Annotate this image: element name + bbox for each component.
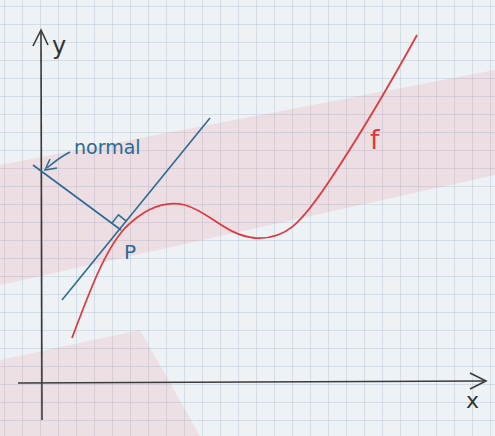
normal-line (33, 165, 121, 230)
axis-label: y (52, 34, 66, 58)
function-label: f (370, 126, 380, 153)
axis-label: x (466, 390, 479, 412)
axis-arrow (33, 30, 48, 46)
axis-arrow (470, 373, 486, 389)
x-axis (18, 381, 484, 383)
arrow-head (45, 159, 57, 170)
leader-arrow (47, 152, 70, 168)
y-axis (41, 32, 42, 420)
right-angle-mark (112, 215, 126, 223)
tangent-line (62, 118, 210, 300)
point-label: P (124, 242, 136, 262)
function-curve (72, 35, 417, 338)
line-label: normal (74, 138, 141, 157)
pink-band (0, 70, 495, 285)
